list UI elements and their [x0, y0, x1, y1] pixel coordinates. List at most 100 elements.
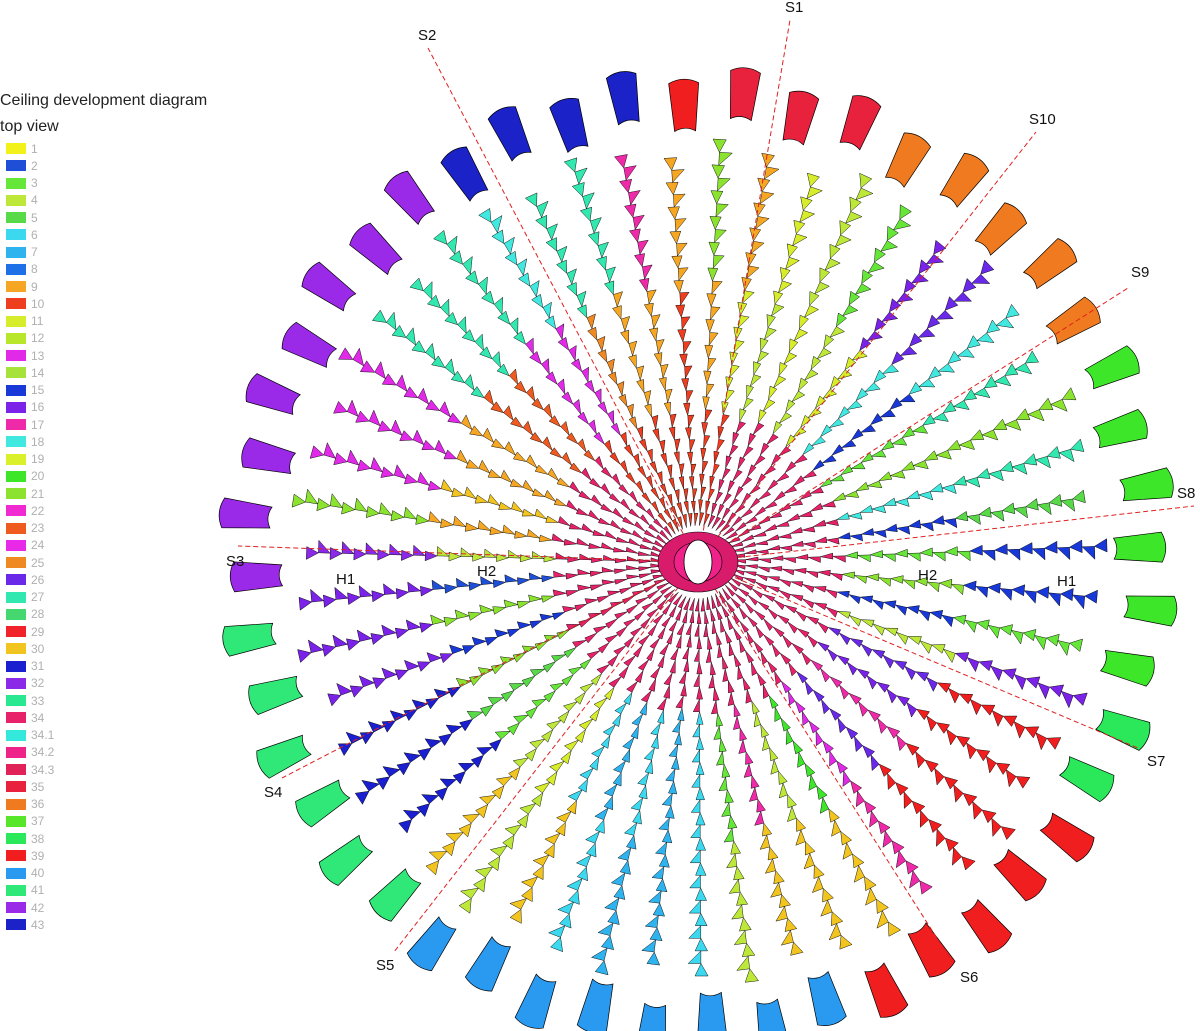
rib-segment: [894, 604, 908, 616]
rib-segment: [494, 629, 510, 638]
rib-segment: [469, 425, 484, 437]
rib-segment: [674, 489, 680, 504]
rib-segment: [743, 541, 756, 548]
rib-segment: [671, 169, 685, 184]
rib-segment: [601, 542, 614, 550]
rib-segment: [305, 488, 319, 505]
mark-s5: S5: [376, 957, 394, 974]
rib-segment: [619, 460, 629, 475]
rib-segment: [596, 664, 610, 674]
legend-label: 27: [31, 590, 45, 605]
rib-segment: [403, 709, 418, 722]
rib-segment: [655, 534, 668, 545]
rib: [590, 597, 691, 976]
outer-panel: [839, 95, 882, 151]
rib-segment: [687, 950, 702, 964]
rib-segment: [346, 449, 360, 466]
rib-segment: [464, 522, 479, 532]
rib-segment: [895, 782, 909, 796]
rib-segment: [731, 904, 744, 920]
rib-segment: [788, 338, 799, 354]
outer-panel: [464, 936, 512, 992]
outer-panel: [349, 222, 403, 276]
rib-segment: [383, 583, 398, 595]
rib-segment: [497, 310, 511, 325]
rib: [731, 573, 1088, 709]
rib-segment: [694, 512, 699, 526]
rib-segment: [509, 908, 522, 924]
rib-segment: [648, 523, 660, 534]
rib-segment: [478, 794, 497, 805]
rib-segment: [449, 644, 465, 654]
rib-segment: [689, 476, 695, 489]
rib-segment: [821, 698, 830, 715]
rib-segment: [705, 649, 712, 663]
rib-segment: [874, 247, 886, 263]
rib-segment: [819, 267, 830, 283]
rib-segment: [439, 401, 451, 418]
rib-segment: [671, 255, 683, 269]
rib-segment: [785, 257, 800, 270]
rib-segment: [751, 588, 763, 599]
rib-segment: [918, 378, 936, 388]
rib-segment: [778, 533, 792, 539]
rib-segment: [1013, 506, 1028, 519]
rib-segment: [831, 444, 845, 456]
rib-segment: [546, 223, 558, 241]
rib-segment: [835, 512, 850, 520]
legend-swatch: [6, 246, 26, 258]
rib-segment: [551, 654, 567, 663]
rib-segment: [456, 449, 469, 465]
rib-segment: [409, 277, 424, 292]
rib-segment: [403, 473, 419, 485]
outer-panel: [440, 146, 489, 202]
rib-segment: [389, 543, 403, 556]
rib-segment: [346, 638, 361, 651]
legend-label: 24: [31, 538, 45, 553]
rib-segment: [798, 511, 813, 517]
rib-segment: [1060, 588, 1074, 602]
rib-segment: [692, 698, 700, 712]
rib-segment: [1056, 547, 1071, 561]
rib-segment: [773, 599, 785, 611]
rib-segment: [542, 661, 556, 673]
rib-segment: [415, 514, 430, 525]
legend-label: 34: [31, 710, 45, 725]
rib-segment: [872, 623, 885, 636]
rib-segment: [658, 853, 670, 868]
rib-segment: [668, 743, 679, 758]
rib-segment: [576, 290, 587, 308]
rib-segment: [1072, 692, 1088, 706]
rib-segment: [536, 200, 549, 219]
rib-segment: [403, 752, 422, 763]
rib-segment: [713, 450, 720, 465]
rib-segment: [825, 589, 838, 599]
rib-segment: [462, 255, 473, 275]
rib-segment: [597, 922, 614, 936]
rib-segment: [667, 521, 676, 535]
rib-segment: [763, 634, 775, 646]
legend-swatch: [6, 470, 26, 482]
rib-segment: [635, 596, 649, 605]
outer-panel: [245, 373, 301, 415]
rib-segment: [434, 439, 447, 455]
rib-segment: [601, 935, 615, 951]
rib-segment: [447, 412, 462, 424]
rib-segment: [711, 595, 717, 610]
rib-segment: [577, 568, 591, 576]
outer-panel: [864, 962, 909, 1018]
rib-segment: [936, 722, 950, 734]
rib-segment: [731, 573, 744, 582]
rib-segment: [425, 860, 440, 876]
rib-segment: [805, 570, 819, 579]
rib-segment: [1034, 456, 1051, 469]
rib-segment: [696, 736, 704, 750]
rib-segment: [944, 837, 959, 852]
rib-segment: [560, 420, 570, 437]
rib-segment: [699, 473, 705, 488]
rib-segment: [941, 614, 954, 628]
rib-segment: [718, 776, 728, 792]
rib-segment: [656, 697, 667, 711]
rib-segment: [976, 332, 995, 343]
rib-segment: [424, 550, 438, 562]
